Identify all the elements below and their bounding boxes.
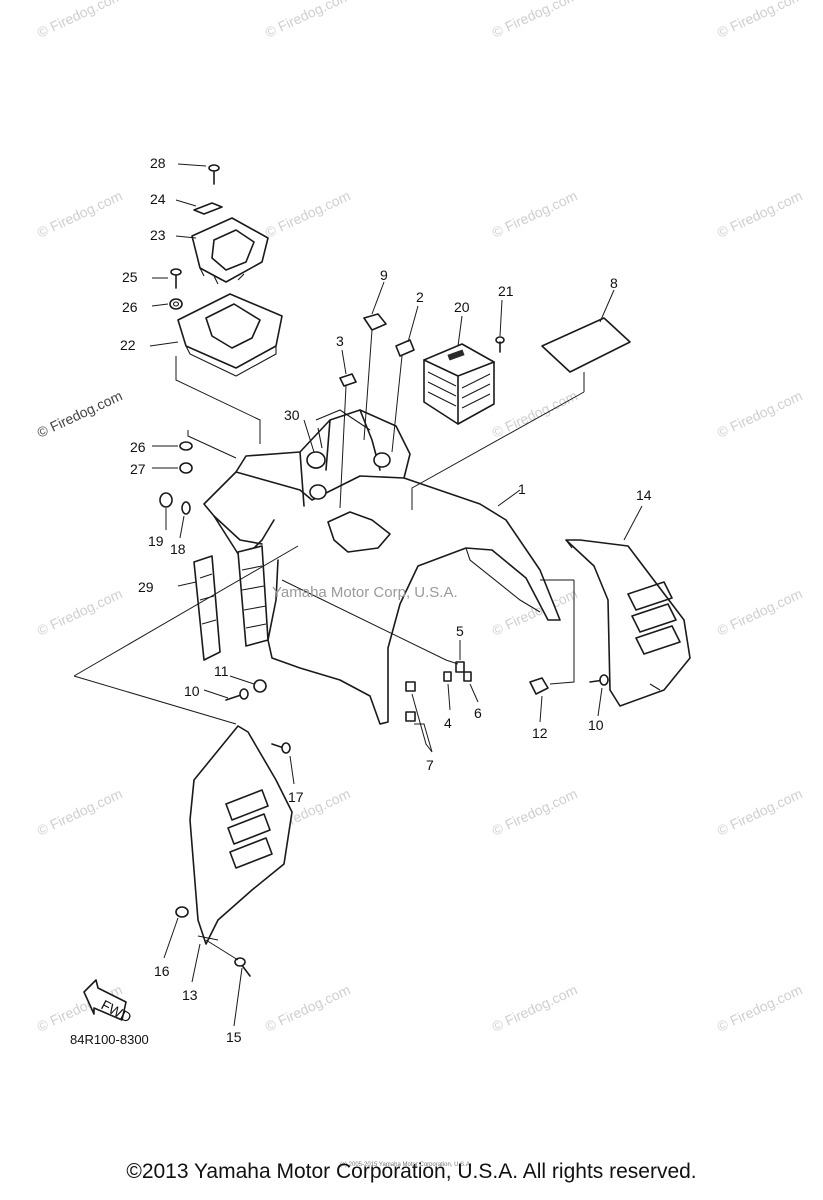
callout-26-top: 26 <box>122 299 138 315</box>
callout-23: 23 <box>150 227 166 243</box>
callout-29: 29 <box>138 579 154 595</box>
watermark: © Firedog.com <box>490 981 580 1034</box>
callout-4: 4 <box>444 715 452 731</box>
watermark: © Firedog.com <box>490 387 580 440</box>
part-29-bracket <box>193 545 269 661</box>
part-26-collar-top <box>169 298 183 310</box>
callout-28: 28 <box>150 155 166 171</box>
part-14-right-side-cover <box>565 539 691 707</box>
part-16-grommet <box>175 906 189 918</box>
watermark: © Firedog.com <box>715 981 805 1034</box>
callout-1: 1 <box>518 481 526 497</box>
part-10-bolt-left <box>225 688 249 701</box>
part-20-box <box>423 343 495 425</box>
watermark: © Firedog.com <box>35 387 125 440</box>
center-watermark: Yamaha Motor Corp, U.S.A. <box>272 584 458 601</box>
part-13-left-side-cover <box>189 725 293 945</box>
watermark: © Firedog.com <box>490 785 580 838</box>
callout-13: 13 <box>182 987 198 1003</box>
part-25-screw <box>170 268 182 289</box>
callout-9: 9 <box>380 267 388 283</box>
callout-11: 11 <box>214 663 229 679</box>
part-number: 84R100-8300 <box>70 1032 149 1047</box>
watermark: © Firedog.com <box>35 585 125 638</box>
callout-25: 25 <box>122 269 138 285</box>
callout-15: 15 <box>226 1029 242 1045</box>
part-8-sheet <box>541 317 631 373</box>
callout-22: 22 <box>120 337 136 353</box>
part-24-plate <box>193 202 223 215</box>
callout-16: 16 <box>154 963 170 979</box>
callout-20: 20 <box>454 299 470 315</box>
watermark: © Firedog.com <box>263 187 353 240</box>
watermark: © Firedog.com <box>490 0 580 41</box>
part-15-bolt <box>234 957 251 977</box>
watermark: © Firedog.com <box>35 785 125 838</box>
part-4-clip <box>443 671 452 682</box>
copyright-footer: ©2013 Yamaha Motor Corporation, U.S.A. A… <box>126 1160 697 1183</box>
callout-17: 17 <box>288 789 304 805</box>
leader-lines <box>73 163 643 1027</box>
callout-7: 7 <box>426 757 434 773</box>
callout-3: 3 <box>336 333 344 349</box>
part-5-clip <box>455 661 465 673</box>
callout-18: 18 <box>170 541 186 557</box>
part-3-pad <box>339 373 357 387</box>
callout-10-right: 10 <box>588 717 604 733</box>
part-6-clip <box>463 671 472 682</box>
callout-8: 8 <box>610 275 618 291</box>
part-12-nut <box>529 677 549 695</box>
part-18-washer <box>181 501 191 515</box>
part-22-panel <box>177 293 283 377</box>
watermark: © Firedog.com <box>715 0 805 41</box>
part-23-cover <box>191 217 269 285</box>
part-11-collar <box>253 679 267 693</box>
callout-26: 26 <box>130 439 146 455</box>
watermark: © Firedog.com <box>715 785 805 838</box>
callout-10-left: 10 <box>184 683 200 699</box>
callout-27: 27 <box>130 461 146 477</box>
callout-21: 21 <box>498 283 514 299</box>
watermark: © Firedog.com <box>35 0 125 41</box>
tiny-copyright: (c) 2005-2015 Yamaha Motor Corporation, … <box>340 1162 472 1168</box>
callout-19: 19 <box>148 533 164 549</box>
callout-24: 24 <box>150 191 166 207</box>
part-26-collar <box>179 441 193 451</box>
part-9-pad <box>363 313 387 331</box>
part-21-screw <box>495 336 505 353</box>
watermark: © Firedog.com <box>263 0 353 41</box>
callout-6: 6 <box>474 705 482 721</box>
part-19-nut <box>159 492 173 508</box>
watermark: © Firedog.com <box>715 187 805 240</box>
part-17-bolt <box>271 742 291 754</box>
part-27-nut <box>179 462 193 474</box>
callout-14: 14 <box>636 487 652 503</box>
part-10-bolt-right <box>589 674 609 686</box>
part-28-screw <box>208 164 220 185</box>
part-7-clip <box>405 681 416 722</box>
watermark: © Firedog.com <box>35 187 125 240</box>
callout-2: 2 <box>416 289 424 305</box>
watermark: © Firedog.com <box>263 981 353 1034</box>
callout-30: 30 <box>284 407 300 423</box>
callout-labels: 28 24 23 25 26 22 9 2 20 21 8 3 30 26 27… <box>120 155 652 1045</box>
callout-12: 12 <box>532 725 548 741</box>
part-2-pad <box>395 339 415 357</box>
callout-5: 5 <box>456 623 464 639</box>
watermark: © Firedog.com <box>490 187 580 240</box>
watermark: © Firedog.com <box>715 387 805 440</box>
watermark: © Firedog.com <box>715 585 805 638</box>
part-30-knob <box>306 451 326 469</box>
